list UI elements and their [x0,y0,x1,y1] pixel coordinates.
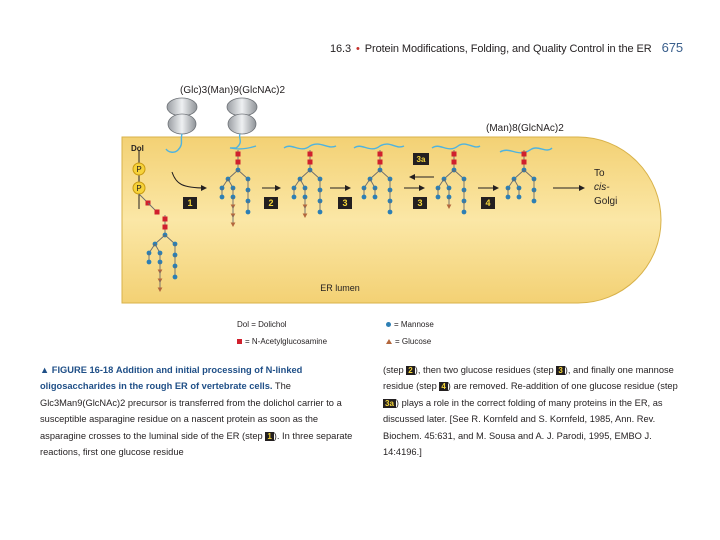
step-box-1: 1 [183,197,197,209]
glcnac-square-icon [237,339,242,344]
destination-line-2: cis- [594,182,610,193]
step-box-3: 3 [338,197,352,209]
dolichol-label: Dol [131,144,144,153]
caption-step-3: 3 [556,366,565,375]
legend: Dol = Dolichol = N-Acetylglucosamine = M… [237,320,434,346]
product-label: (Man)8(GlcNAc)2 [486,123,564,134]
svg-text:4: 4 [485,198,490,208]
caption-text-left-b: ). In three separate reactions, first on… [40,430,353,458]
caption-text-right-c: ), and finally one mannose residue (step [383,365,674,392]
legend-dolichol: Dol = Dolichol [237,320,287,329]
step-box-4: 4 [481,197,495,209]
figure-tag: ▲ FIGURE 16-18 [40,365,114,375]
caption-text-right-d: ) are removed. Re-addition of one glucos… [447,381,678,392]
running-head: 16.3 • Protein Modifications, Folding, and… [330,40,683,55]
svg-text:3: 3 [342,198,347,208]
lumen-label: ER lumen [320,283,360,293]
precursor-label: (Glc)3(Man)9(GlcNAc)2 [180,85,285,96]
step-box-3a: 3a [413,153,429,165]
svg-text:3: 3 [417,198,422,208]
svg-text:1: 1 [187,198,192,208]
caption-text-left-a: The Glc3Man9(GlcNAc)2 precursor is trans… [40,381,342,441]
mannose-circle-icon [386,322,391,327]
ribosome-2 [226,97,258,135]
legend-glcnac: = N-Acetylglucosamine [237,337,327,346]
figure-title: Addition and initial processing of N-lin… [40,365,303,392]
nascent-protein-chains [165,133,553,154]
oligosaccharide-processing-diagram: P P Dol 1 2 3 3 4 3a (Glc)3(Man)9(GlcNAc… [121,85,662,304]
phosphate-2-label: P [136,184,141,193]
process-arrows [171,171,585,191]
caption-right-column: (step 2), then two glucose residues (ste… [383,362,688,460]
caption-left-column: ▲ FIGURE 16-18 Addition and initial proc… [40,362,362,460]
svg-text:2: 2 [268,198,273,208]
destination-line-1: To [594,168,605,179]
step-box-2: 2 [264,197,278,209]
legend-glucose: = Glucose [386,337,431,346]
section-title: Protein Modifications, Folding, and Qual… [364,43,652,55]
caption-text-right-e: ) plays a role in the correct folding of… [383,397,663,458]
glucose-triangle-icon [386,339,392,344]
caption-step-3a: 3a [383,398,396,408]
destination-line-3: Golgi [594,196,617,207]
er-lumen [121,136,662,304]
caption-text-right-b: ), then two glucose residues (step [414,365,554,375]
phosphate-1-label: P [136,165,141,174]
page-number: 675 [661,40,683,55]
caption-text-right-a: (step [383,365,404,375]
oligosaccharide-trees [138,150,537,292]
section-number: 16.3 [330,43,352,55]
legend-mannose: = Mannose [386,320,434,329]
caption-step-1: 1 [265,431,274,441]
svg-text:3a: 3a [417,155,426,164]
step-box-3-second: 3 [413,197,427,209]
caption-step-2: 2 [406,366,415,375]
dolichol-carrier: P P Dol [131,144,146,209]
caption-step-4: 4 [439,382,448,392]
bullet: • [356,43,360,55]
